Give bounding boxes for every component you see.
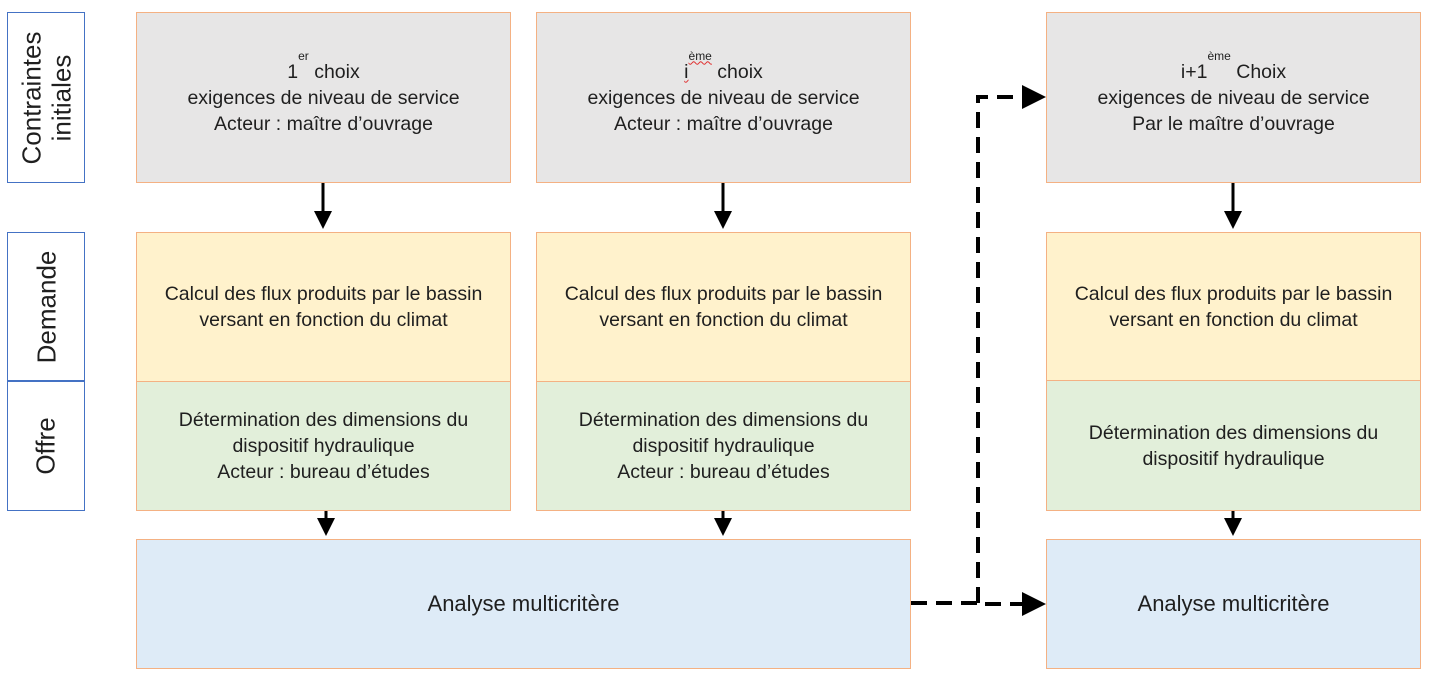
col2-choice-line3: Acteur : maître d’ouvrage: [614, 112, 833, 135]
dashed-arrow-loop-to-next-choice: [976, 85, 1046, 603]
col2-choice-word: choix: [711, 60, 763, 83]
col1-choice-word: choix: [308, 60, 360, 83]
analysis-box-left: Analyse multicritère: [136, 539, 911, 669]
col1-choice-box: 1er choix exigences de niveau de service…: [136, 12, 511, 183]
col3-demande-line1: Calcul des flux produits par le bassin: [1074, 282, 1393, 305]
row-label-offre: Offre: [7, 381, 85, 511]
analysis-left-label: Analyse multicritère: [427, 591, 620, 616]
col2-choice-box: ième choix exigences de niveau de servic…: [536, 12, 911, 183]
col2-demande-line2: versant en fonction du climat: [599, 309, 848, 331]
col1-choice-sup: er: [298, 48, 309, 63]
col1-demande-box: Calcul des flux produits par le bassin v…: [136, 232, 511, 382]
col1-choice-num: 1: [287, 60, 299, 83]
analysis-box-right: Analyse multicritère: [1046, 539, 1421, 669]
col2-choice-line2: exigences de niveau de service: [587, 86, 860, 109]
row-label-contraintes: Contraintes initiales: [7, 12, 85, 183]
col3-choice-sup: ème: [1207, 48, 1231, 63]
col2-offre-line2: dispositif hydraulique: [632, 435, 815, 457]
col2-offre-box: Détermination des dimensions du disposit…: [536, 381, 911, 511]
row-label-demande: Demande: [7, 232, 85, 381]
col1-offre-box: Détermination des dimensions du disposit…: [136, 381, 511, 511]
col3-demande-box: Calcul des flux produits par le bassin v…: [1046, 232, 1421, 381]
col2-choice-sup: ème: [688, 48, 712, 63]
col2-offre-line1: Détermination des dimensions du: [578, 409, 869, 431]
dashed-arrow-analysis-to-analysis: [911, 592, 1046, 616]
col3-offre-box: Détermination des dimensions du disposit…: [1046, 380, 1421, 511]
col1-offre-line1: Détermination des dimensions du: [178, 409, 469, 431]
analysis-right-label: Analyse multicritère: [1137, 591, 1330, 616]
col3-demande-line2: versant en fonction du climat: [1109, 308, 1358, 331]
col3-offre-line2: dispositif hydraulique: [1142, 447, 1325, 470]
col3-offre-line1: Détermination des dimensions du: [1088, 421, 1379, 444]
col2-demande-line1: Calcul des flux produits par le bassin: [564, 283, 883, 305]
col3-choice-line2: exigences de niveau de service: [1097, 86, 1370, 109]
col1-offre-line3: Acteur : bureau d’études: [217, 461, 430, 483]
col1-demande-line2: versant en fonction du climat: [199, 309, 448, 331]
col3-choice-line3: Par le maître d’ouvrage: [1132, 112, 1335, 135]
col3-choice-num: i+1: [1180, 60, 1208, 83]
col2-demande-box: Calcul des flux produits par le bassin v…: [536, 232, 911, 382]
col1-choice-line3: Acteur : maître d’ouvrage: [214, 112, 433, 135]
col1-choice-line2: exigences de niveau de service: [187, 86, 460, 109]
col2-choice-num: i: [684, 60, 689, 83]
col2-offre-line3: Acteur : bureau d’études: [617, 461, 830, 483]
col3-choice-word: Choix: [1230, 60, 1287, 83]
col1-demande-line1: Calcul des flux produits par le bassin: [164, 283, 483, 305]
col1-offre-line2: dispositif hydraulique: [232, 435, 415, 457]
col3-choice-box: i+1ème Choix exigences de niveau de serv…: [1046, 12, 1421, 183]
